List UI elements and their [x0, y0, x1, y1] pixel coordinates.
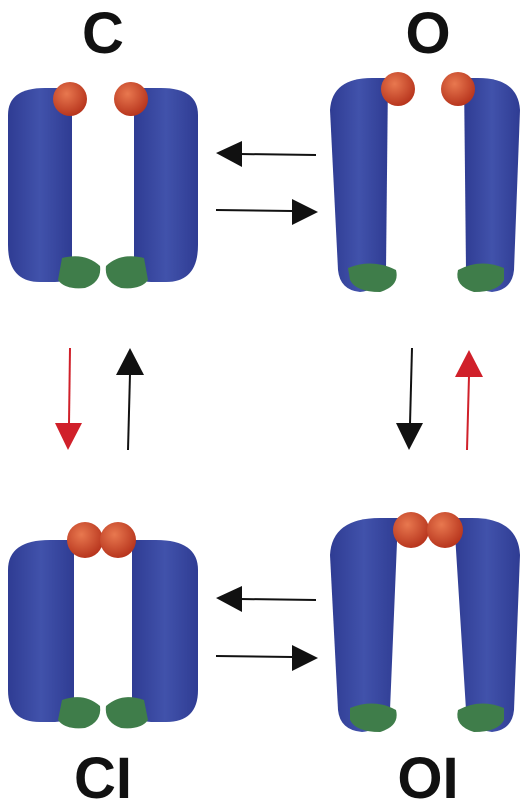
- channel-o-body-right: [464, 78, 520, 292]
- channel-ci-sphere-left: [67, 522, 103, 558]
- channel-o-bottom-left: [348, 263, 397, 292]
- channel-c: [8, 82, 198, 289]
- channel-c-sphere-left: [53, 82, 87, 116]
- channel-c-sphere-right: [114, 82, 148, 116]
- channel-ci-body-left: [8, 540, 74, 722]
- channel-ci: [8, 522, 198, 729]
- arrow-o-to-c: [216, 141, 317, 167]
- channel-o: [330, 72, 520, 292]
- arrow-c-to-ci: [55, 347, 82, 450]
- channel-c-bottom-right: [105, 256, 148, 289]
- state-label-ci: CI: [74, 746, 132, 811]
- arrow-oi-to-o: [455, 350, 483, 451]
- channel-ci-bottom-right: [105, 697, 148, 729]
- channel-o-sphere-left: [381, 72, 415, 106]
- channel-o-sphere-right: [441, 72, 475, 106]
- channel-ci-sphere-right: [100, 522, 136, 558]
- arrow-oi-to-ci: [216, 586, 317, 612]
- channel-c-body-right: [134, 88, 198, 282]
- channel-ci-bottom-left: [58, 697, 101, 729]
- arrow-ci-to-c: [116, 348, 144, 451]
- channel-oi-sphere-left: [393, 512, 429, 548]
- channel-c-bottom-left: [58, 256, 101, 289]
- channel-o-body-left: [330, 78, 388, 292]
- state-label-c: C: [82, 1, 124, 66]
- channel-oi-bottom-right: [457, 703, 504, 732]
- state-label-o: O: [405, 1, 451, 66]
- channel-oi-body-right: [454, 518, 520, 732]
- channel-ci-body-right: [132, 540, 198, 722]
- channel-c-body: [8, 88, 72, 282]
- arrow-ci-to-oi: [215, 645, 318, 671]
- arrow-c-to-o: [215, 199, 318, 225]
- channel-oi-body-left: [330, 518, 398, 732]
- arrow-o-to-oi: [396, 347, 423, 450]
- state-label-oi: OI: [397, 746, 459, 811]
- channel-oi-sphere-right: [427, 512, 463, 548]
- channel-oi-bottom-left: [350, 703, 397, 732]
- channel-oi: [330, 512, 520, 732]
- channel-o-bottom-right: [457, 263, 504, 292]
